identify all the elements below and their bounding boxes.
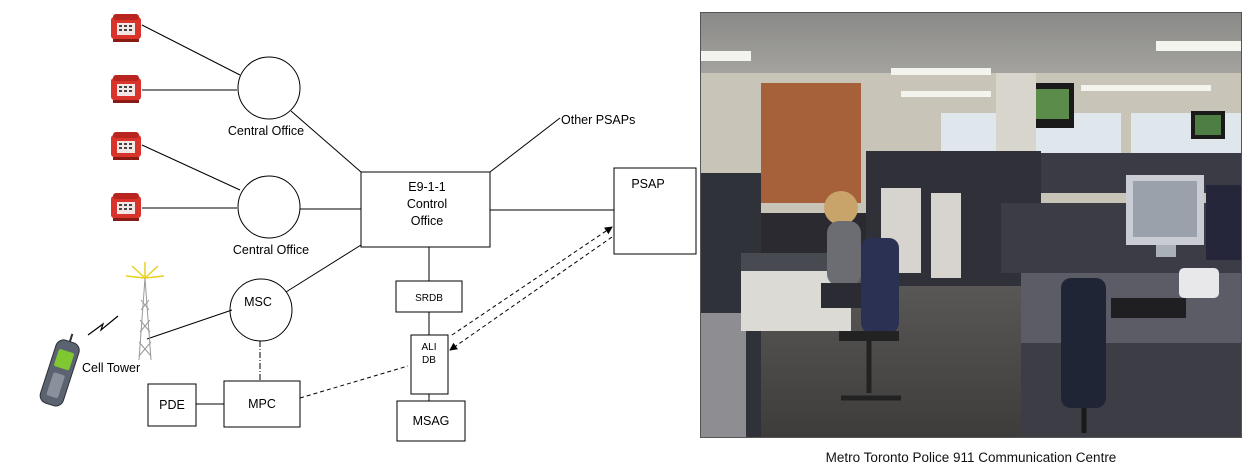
msc-node — [229, 278, 293, 342]
telephone-icon — [111, 75, 141, 103]
telephone-icon — [111, 14, 141, 42]
telephone-icon — [111, 193, 141, 221]
mpc-box — [223, 380, 301, 428]
srdb-label: SRDB — [415, 293, 443, 304]
psap-label: PSAP — [631, 177, 664, 191]
central-office-label: Central Office — [233, 243, 309, 257]
cell-tower-label: Cell Tower — [82, 361, 140, 375]
ali-db-box — [410, 334, 449, 395]
cell-tower-icon — [125, 262, 165, 361]
central-office-node — [237, 56, 301, 120]
phone-lines — [141, 24, 241, 209]
call-centre-photo — [700, 12, 1242, 438]
e911-label: E9-1-1 — [408, 180, 446, 194]
cell-phone-icon — [39, 333, 80, 407]
srdb-box — [395, 280, 463, 313]
trunk-lines — [146, 110, 614, 405]
central-office-node — [237, 175, 301, 239]
msag-label: MSAG — [413, 414, 450, 428]
ali-label: ALI — [421, 342, 436, 353]
msc-label: MSC — [244, 295, 272, 309]
dashed-data-links — [299, 226, 613, 399]
db-label: DB — [422, 355, 436, 366]
office-label: Office — [411, 214, 443, 228]
other-psaps-label: Other PSAPs — [561, 113, 635, 127]
pde-label: PDE — [159, 398, 185, 412]
pde-box — [147, 383, 197, 427]
psap-box — [613, 167, 697, 255]
telephone-icon — [111, 132, 141, 160]
central-office-label: Central Office — [228, 124, 304, 138]
radio-signal-icon — [87, 315, 119, 336]
control-label: Control — [407, 197, 447, 211]
photo-caption: Metro Toronto Police 911 Communication C… — [825, 450, 1117, 465]
e911-network-diagram: Central Office Central Office MSC E9-1-1… — [39, 14, 697, 442]
e911-control-office-box — [360, 171, 491, 248]
mpc-label: MPC — [248, 397, 276, 411]
msag-box — [396, 400, 466, 442]
